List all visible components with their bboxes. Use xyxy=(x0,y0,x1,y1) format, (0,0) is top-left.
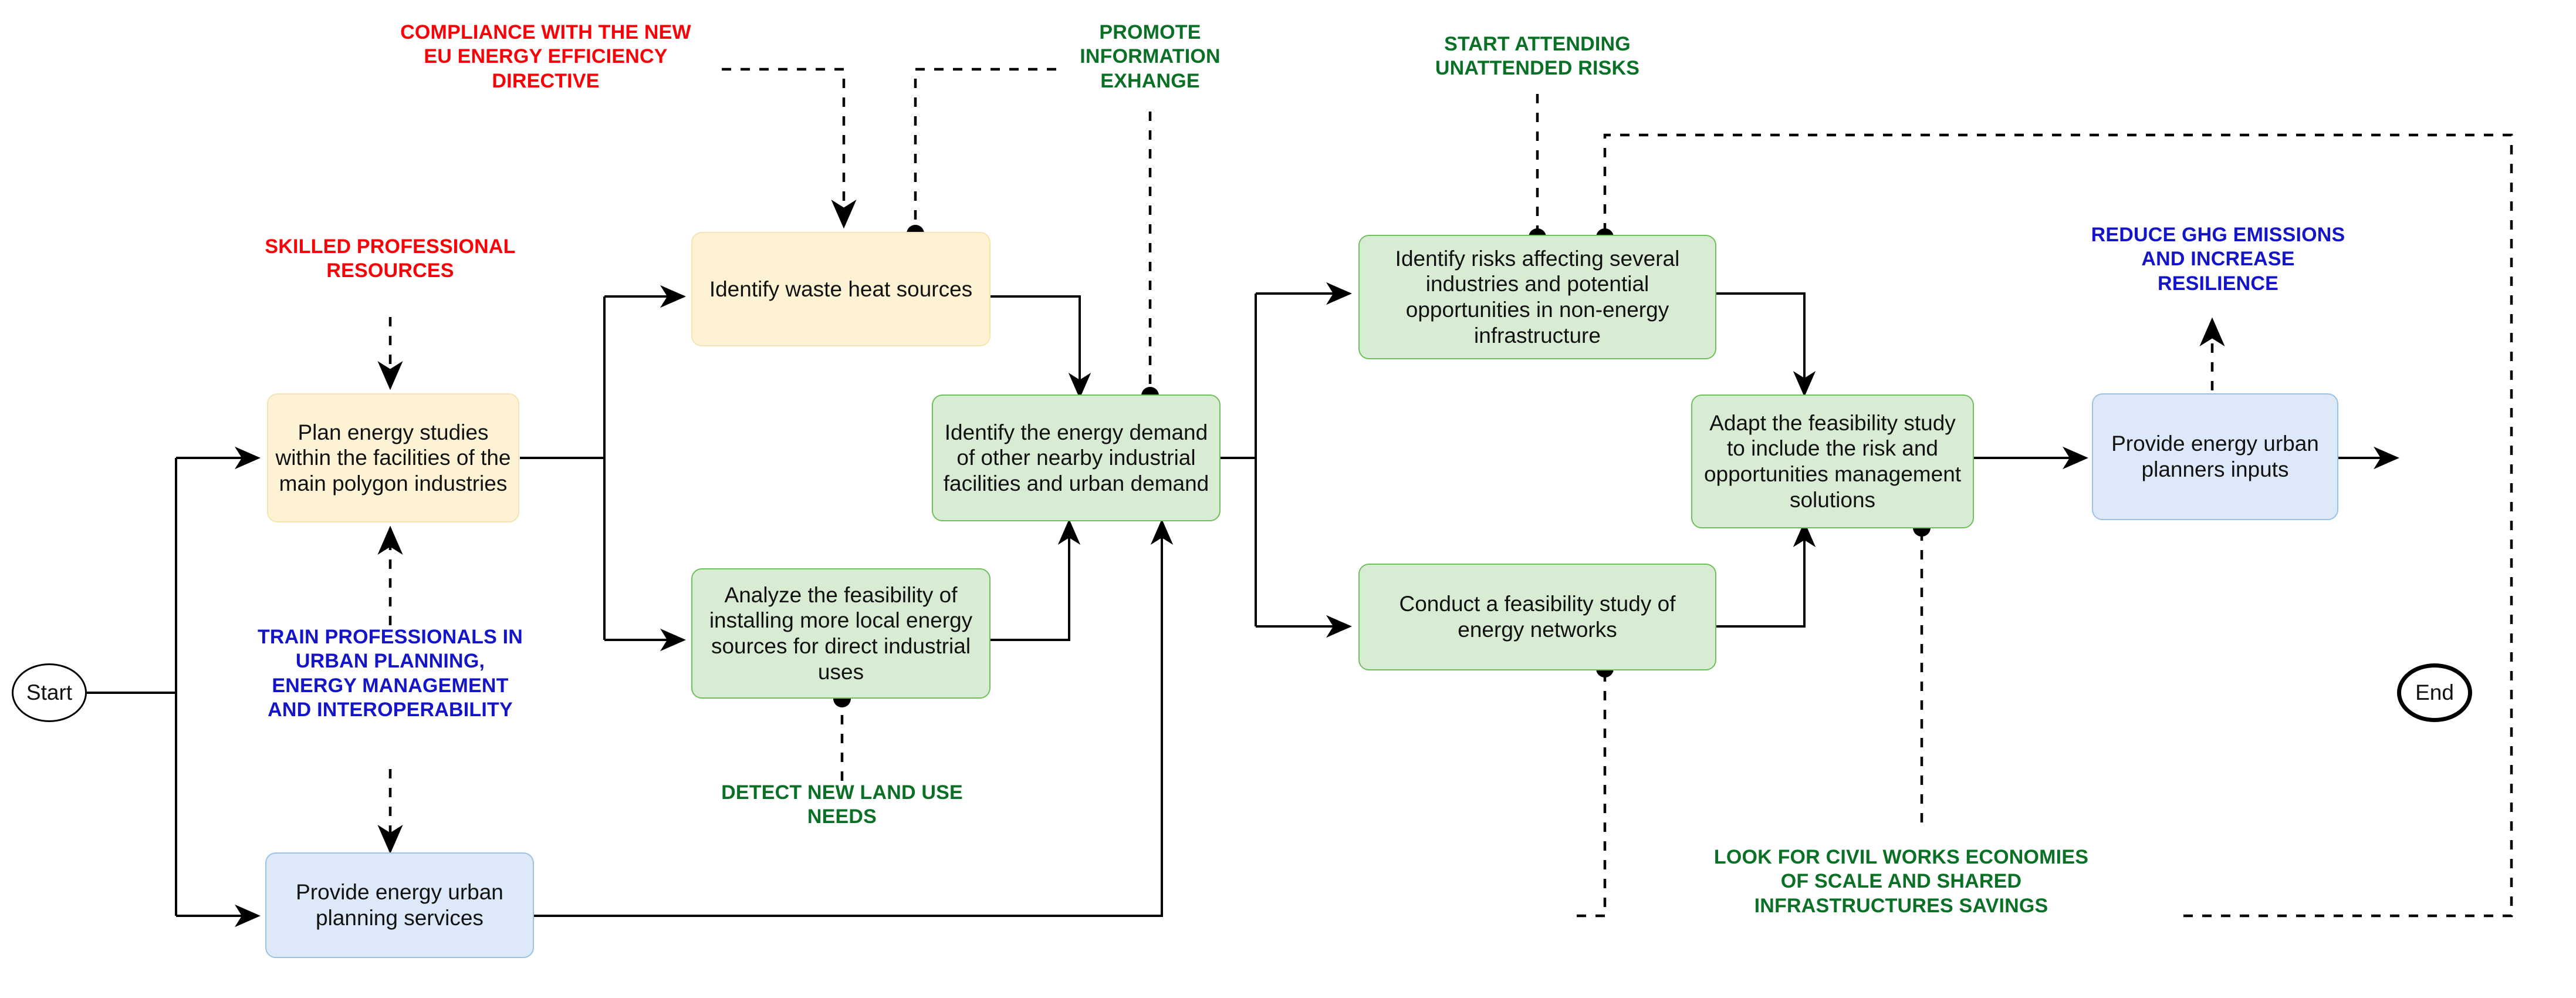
edge-analyze-to-demand xyxy=(990,519,1081,641)
node-adapt-feasibility[interactable]: Adapt the feasibility study to include t… xyxy=(1691,395,1974,528)
note-promote-information-exhange: PROMOTE INFORMATION EXHANGE xyxy=(1080,21,1221,92)
node-label: Analyze the feasibility of installing mo… xyxy=(709,582,973,684)
node-label: Provide energy urban planning services xyxy=(296,880,503,930)
note-skilled-resources: SKILLED PROFESSIONAL RESOURCES xyxy=(265,235,516,282)
node-label: Identify the energy demand of other near… xyxy=(943,420,1209,495)
note-train-professionals: TRAIN PROFESSIONALS IN URBAN PLANNING, E… xyxy=(257,626,523,721)
node-label: Identify risks affecting several industr… xyxy=(1395,246,1680,348)
node-identify-energy-demand[interactable]: Identify the energy demand of other near… xyxy=(932,395,1221,521)
note-compliance: COMPLIANCE WITH THE NEW EU ENERGY EFFICI… xyxy=(400,21,691,92)
node-conduct-feasibility[interactable]: Conduct a feasibility study of energy ne… xyxy=(1358,564,1716,670)
node-analyze-feasibility[interactable]: Analyze the feasibility of installing mo… xyxy=(691,568,990,699)
node-label: Identify waste heat sources xyxy=(709,277,973,301)
note-detect-land-use: DETECT NEW LAND USE NEEDS xyxy=(721,781,963,828)
node-label: Adapt the feasibility study to include t… xyxy=(1703,410,1962,512)
edge-conduct-to-adapt xyxy=(1715,521,1816,628)
note-reduce-ghg: REDUCE GHG EMISSIONS AND INCREASE RESILI… xyxy=(2091,224,2345,295)
edge-risks-to-adapt xyxy=(1715,292,1816,397)
dash-risks-to-looking xyxy=(1603,133,2513,918)
node-provide-services[interactable]: Provide energy urban planning services xyxy=(265,852,534,958)
end-label: End xyxy=(2415,680,2454,704)
note-start-attending-risks: START ATTENDING UNATTENDED RISKS xyxy=(1435,33,1640,80)
dash-compliance-to-wasteheat xyxy=(722,68,857,229)
node-provide-inputs[interactable]: Provide energy urban planners inputs xyxy=(2092,393,2338,520)
edge-services-to-demand xyxy=(534,519,1174,917)
start-label: Start xyxy=(26,680,73,704)
start-terminal[interactable]: Start xyxy=(12,663,87,722)
end-terminal[interactable]: End xyxy=(2397,663,2472,722)
node-plan-energy-studies[interactable]: Plan energy studies within the facilitie… xyxy=(267,393,519,522)
dash-promote-to-wasteheat xyxy=(914,68,1056,229)
edge-wasteheat-to-demand xyxy=(990,295,1091,399)
node-identify-risks[interactable]: Identify risks affecting several industr… xyxy=(1358,235,1716,359)
node-identify-waste-heat[interactable]: Identify waste heat sources xyxy=(691,232,990,346)
node-label: Provide energy urban planners inputs xyxy=(2111,431,2319,481)
note-look-for-civil-works: LOOK FOR CIVIL WORKS ECONOMIES OF SCALE … xyxy=(1713,846,2089,917)
node-label: Conduct a feasibility study of energy ne… xyxy=(1399,592,1676,642)
node-label: Plan energy studies within the facilitie… xyxy=(275,420,511,495)
